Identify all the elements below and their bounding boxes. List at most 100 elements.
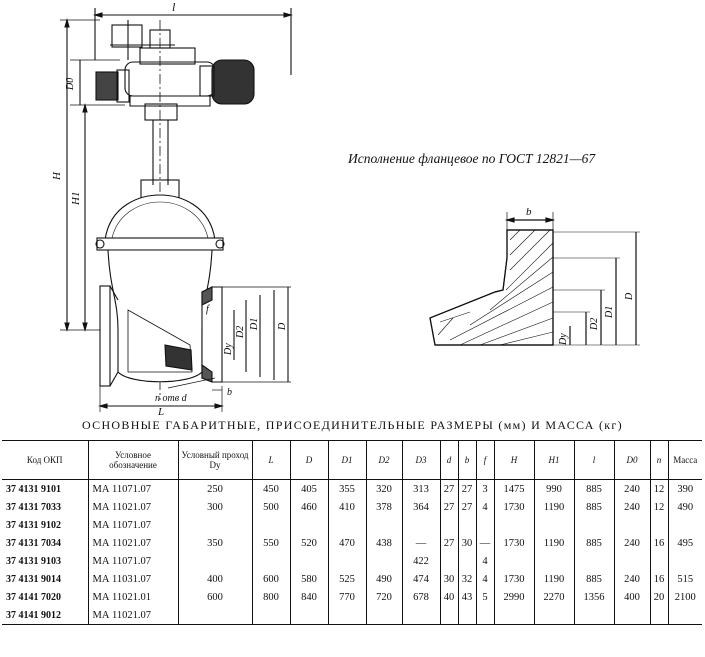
table-cell: 32 [457,570,476,588]
table-cell: 1356 [573,588,614,606]
table-cell: 800 [251,588,290,606]
table-cell: 390 [667,479,702,498]
table-cell [177,516,252,534]
table-cell: 515 [667,570,702,588]
table-cell: 410 [327,498,366,516]
table-cell [401,516,440,534]
table-cell: 4 [475,570,494,588]
label-flange-D: D [624,292,635,301]
header-cell: Код ОКП [2,440,88,480]
table-cell: 400 [613,588,650,606]
table-cell: 5 [475,588,494,606]
label-Dy: Dy [223,343,234,356]
table-cell [493,552,534,570]
label-D: D [277,322,288,331]
table-cell: 2100 [667,588,702,606]
table-cell: 840 [289,588,328,606]
table-cell: 16 [649,534,668,552]
table-cell: 520 [289,534,328,552]
table-header-row: Код ОКП Условное обозначение Условный пр… [2,440,702,480]
header-cell: D2 [365,440,402,480]
table-cell [649,516,668,534]
table-cell: 12 [649,479,668,498]
table-cell [649,552,668,570]
table-cell: 1730 [493,534,534,552]
table-title: ОСНОВНЫЕ ГАБАРИТНЫЕ, ПРИСОЕДИНИТЕЛЬНЫЕ Р… [82,418,623,432]
table-cell: 1190 [533,498,574,516]
table-cell: МА 11031.07 [87,570,178,588]
table-cell [667,552,702,570]
table-cell [475,516,494,534]
table-cell: 27 [457,479,476,498]
table-cell: 4 [475,498,494,516]
table-cell: 20 [649,588,668,606]
label-holes: n отв d [155,393,188,404]
table-cell [667,516,702,534]
table-cell: 1190 [533,534,574,552]
valve-drawing: l D0 H H1 f Dy D2 D1 D n отв d b L b D D… [51,0,640,418]
table-cell [649,606,668,625]
table-cell: 240 [613,479,650,498]
table-cell [327,516,366,534]
table-cell: 40 [439,588,458,606]
table-cell: 313 [401,479,440,498]
table-cell: 30 [457,534,476,552]
table-cell: 500 [251,498,290,516]
table-cell: 27 [439,479,458,498]
table-cell: 320 [365,479,402,498]
table-cell [439,552,458,570]
label-f: f [206,304,210,315]
table-cell: 525 [327,570,366,588]
table-cell: 350 [177,534,252,552]
label-H: H [51,171,63,181]
flange-caption: Исполнение фланцевое по ГОСТ 12821—67 [348,151,596,166]
table-cell: 3 [475,479,494,498]
table-cell: 885 [573,479,614,498]
table-cell [493,606,534,625]
header-cell: f [475,440,494,480]
table-cell [475,606,494,625]
table-cell: 990 [533,479,574,498]
table-cell: 600 [177,588,252,606]
table-cell: 240 [613,498,650,516]
table-cell: МА 11021.01 [87,588,178,606]
table-cell: 885 [573,534,614,552]
table-cell: 37 4141 7020 [6,591,61,603]
header-cell: D3 [401,440,440,480]
label-D1: D1 [249,318,260,331]
table-cell [493,516,534,534]
table-cell: 460 [289,498,328,516]
table-cell: 885 [573,570,614,588]
header-cell: H [493,440,534,480]
table-cell: 450 [251,479,290,498]
header-cell: H1 [533,440,574,480]
table-cell [573,552,614,570]
table-cell: 355 [327,479,366,498]
table-cell: 1730 [493,570,534,588]
table-cell: 43 [457,588,476,606]
table-cell [667,606,702,625]
label-D2: D2 [235,326,246,339]
table-cell [251,516,290,534]
table-cell [365,516,402,534]
table-cell [533,516,574,534]
table-cell [533,552,574,570]
label-H1: H1 [70,192,82,206]
header-cell: D [289,440,328,480]
header-cell: n [649,440,668,480]
table-cell: 550 [251,534,290,552]
table-cell: 378 [365,498,402,516]
table-cell [289,606,328,625]
table-cell: 12 [649,498,668,516]
table-cell: 37 4141 9012 [2,606,88,625]
table-cell: — [401,534,440,552]
table-cell: 37 4131 9014 [6,573,61,585]
table-cell: 720 [365,588,402,606]
table-cell [457,606,476,625]
header-cell: D1 [327,440,366,480]
table-cell: 364 [401,498,440,516]
